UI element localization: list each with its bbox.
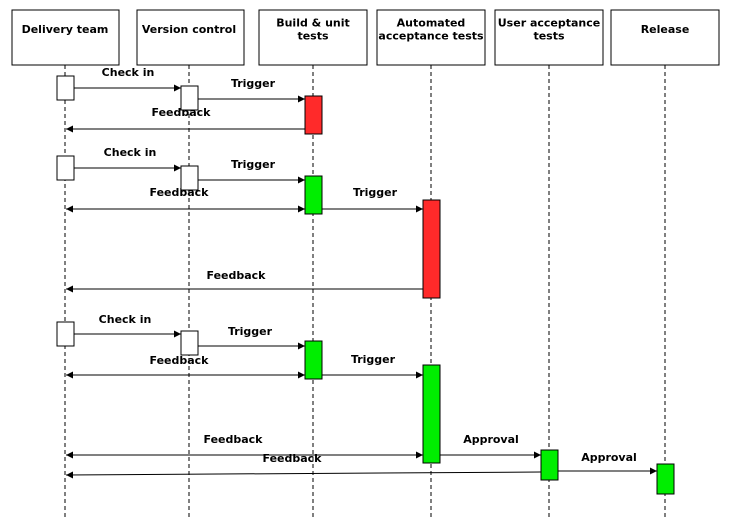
participant-label-build: Build & unit	[276, 17, 350, 30]
activation-bars	[56, 75, 675, 495]
participant-label-uat: User acceptance	[498, 17, 601, 30]
message-label-feedback: Feedback	[263, 452, 323, 465]
message-label-check-in: Check in	[102, 66, 155, 79]
participant-box-acceptance	[376, 9, 486, 66]
message-label-trigger: Trigger	[353, 186, 398, 199]
message-label-trigger: Trigger	[351, 353, 396, 366]
message-label-check-in: Check in	[104, 146, 157, 159]
activation-release-pass	[656, 463, 675, 495]
message-label-trigger: Trigger	[231, 77, 276, 90]
activation-acceptance-pass	[422, 364, 441, 464]
participant-label-acceptance: acceptance tests	[378, 30, 484, 43]
message-label-feedback: Feedback	[150, 186, 210, 199]
participant-label-uat: tests	[533, 30, 565, 43]
message-label-feedback: Feedback	[150, 354, 210, 367]
participant-label-build: tests	[297, 30, 329, 43]
message-label-trigger: Trigger	[228, 325, 273, 338]
participant-label-acceptance: Automated	[397, 17, 466, 30]
participant-box-delivery	[11, 9, 120, 66]
activation-build-pass	[304, 340, 323, 380]
activation-delivery-neutral	[56, 321, 75, 347]
participant-box-vcs	[136, 9, 245, 66]
message-label-trigger: Trigger	[231, 158, 276, 171]
activation-vcs-neutral	[180, 165, 199, 191]
activation-uat-pass	[540, 449, 559, 481]
message-label-feedback: Feedback	[207, 269, 267, 282]
activation-delivery-neutral	[56, 155, 75, 181]
message-arrow-feedback	[65, 471, 542, 479]
participant-box-uat	[494, 9, 604, 66]
message-label-approval: Approval	[463, 433, 519, 446]
participant-label-vcs: Version control	[142, 23, 236, 36]
activation-vcs-neutral	[180, 85, 199, 111]
participant-label-release: Release	[641, 23, 690, 36]
message-label-feedback: Feedback	[204, 433, 264, 446]
participant-label-delivery: Delivery team	[22, 23, 109, 36]
message-label-approval: Approval	[581, 451, 637, 464]
participant-headers: Delivery team Version control Build & unit…	[11, 9, 720, 66]
lifelines	[64, 65, 666, 520]
activation-vcs-neutral	[180, 330, 199, 356]
activation-acceptance-fail	[422, 199, 441, 299]
message-label-check-in: Check in	[99, 313, 152, 326]
participant-box-release	[610, 9, 720, 66]
activation-build-pass	[304, 175, 323, 215]
activation-delivery-neutral	[56, 75, 75, 101]
activation-build-fail	[304, 95, 323, 135]
participant-box-build	[258, 9, 368, 66]
